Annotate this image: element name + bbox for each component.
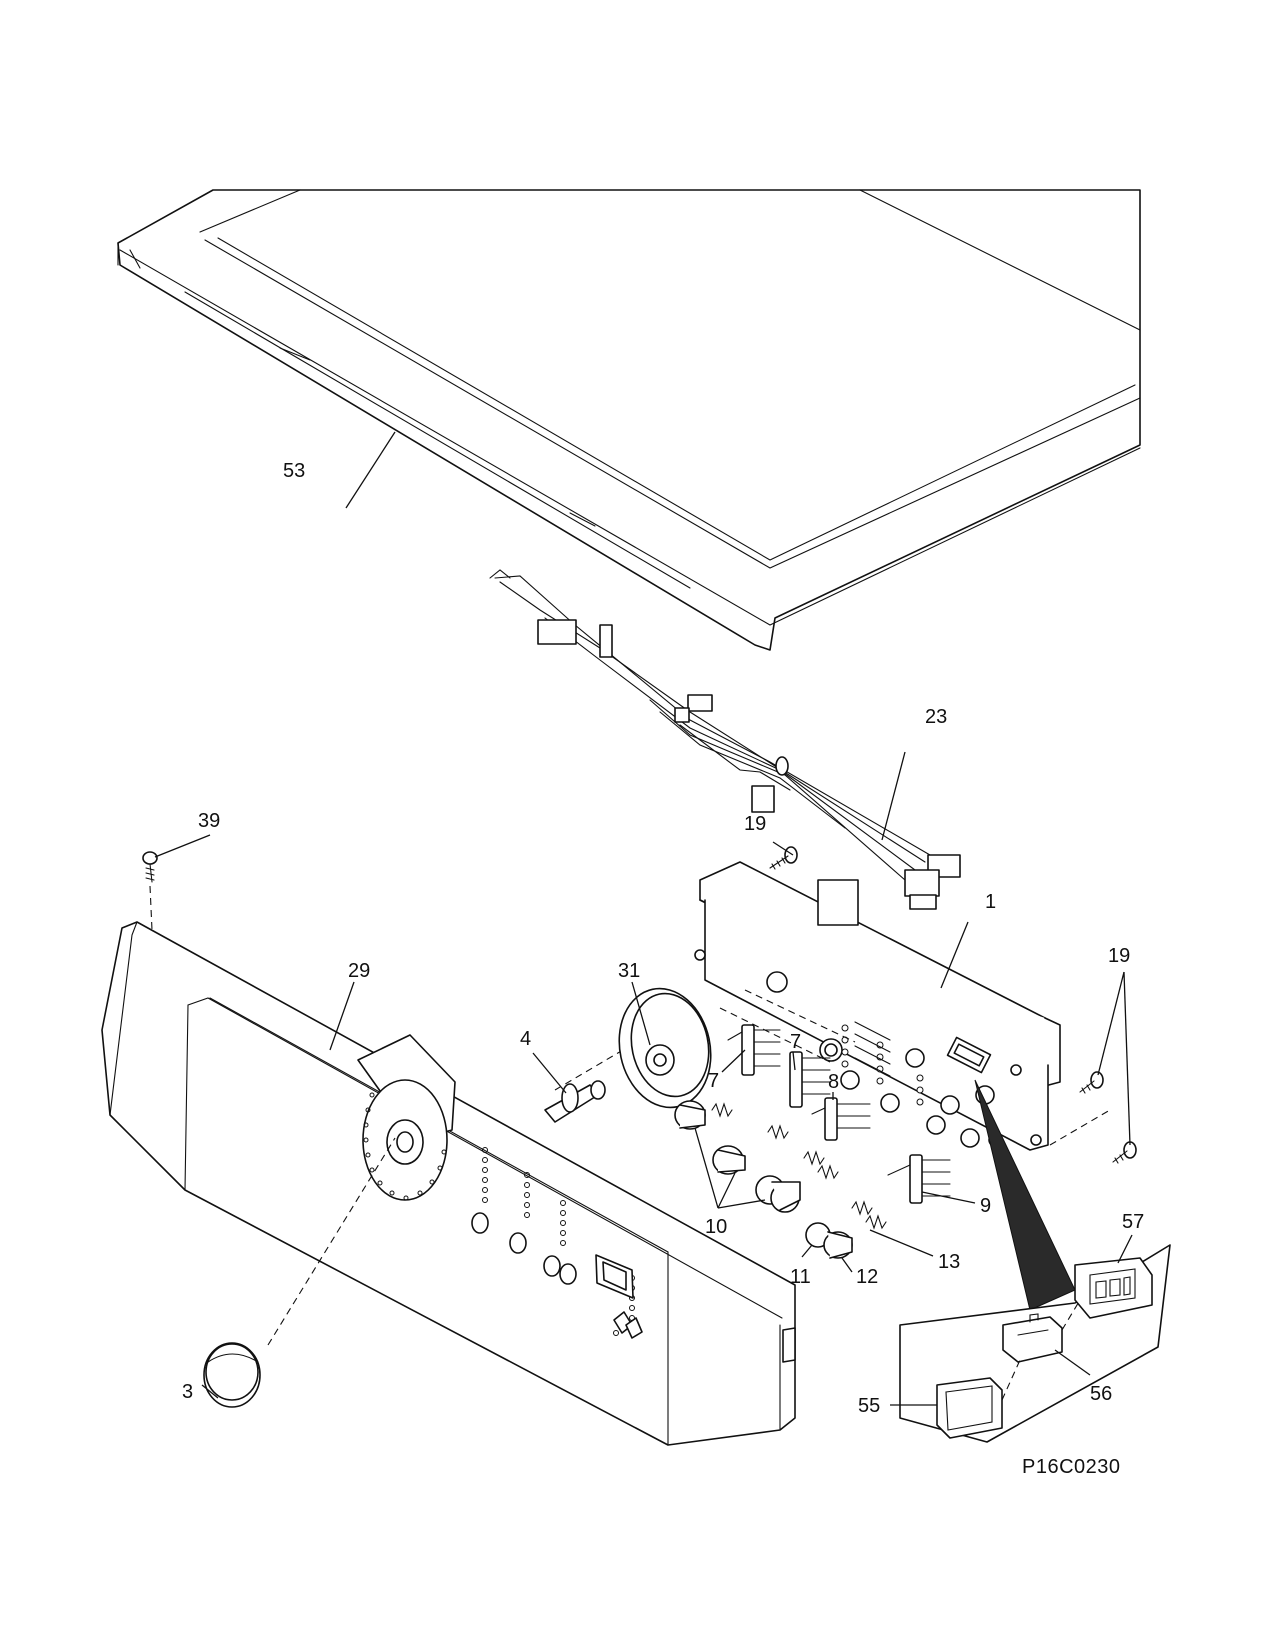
callout-55: 55 <box>858 1395 880 1417</box>
push-buttons <box>674 1100 853 1259</box>
callout-7-lower: 7 <box>708 1070 719 1092</box>
springs <box>711 1102 887 1230</box>
callout-31: 31 <box>618 960 640 982</box>
detail-inset <box>899 1244 1171 1443</box>
callout-3: 3 <box>182 1381 193 1403</box>
callout-13: 13 <box>938 1251 960 1273</box>
control-board <box>694 861 1061 1151</box>
callout-9: 9 <box>980 1195 991 1217</box>
shaft <box>544 1080 606 1123</box>
control-console <box>101 921 796 1446</box>
callout-12: 12 <box>856 1266 878 1288</box>
callout-11: 11 <box>790 1266 811 1288</box>
diagram-code: P16C0230 <box>1022 1456 1121 1478</box>
callout-7-upper: 7 <box>790 1031 801 1053</box>
wire-harness <box>489 569 961 910</box>
light-pipe-7a <box>727 1024 781 1076</box>
callout-39: 39 <box>198 810 220 832</box>
light-pipe-7b <box>789 1051 831 1108</box>
light-pipe-9 <box>887 1154 951 1204</box>
callout-19-top: 19 <box>744 813 766 835</box>
callout-29: 29 <box>348 960 370 982</box>
callout-56: 56 <box>1090 1383 1112 1405</box>
callout-19-right: 19 <box>1108 945 1130 967</box>
callout-8: 8 <box>828 1071 839 1093</box>
knob <box>203 1342 261 1408</box>
light-pipe-8 <box>811 1097 871 1141</box>
screw-39 <box>142 851 158 883</box>
knob-skirt <box>618 987 712 1109</box>
callout-4: 4 <box>520 1028 531 1050</box>
callout-53: 53 <box>283 460 305 482</box>
screw-19-right-a <box>1079 1071 1104 1094</box>
callout-10: 10 <box>705 1216 727 1238</box>
callout-23: 23 <box>925 706 947 728</box>
screw-19-top <box>769 846 798 870</box>
top-panel <box>117 189 1141 651</box>
callout-57: 57 <box>1122 1211 1144 1233</box>
leader-lines <box>154 431 1133 1406</box>
callout-labels: 53 23 19 1 19 39 29 31 4 7 7 8 9 10 11 1… <box>182 460 1144 1478</box>
screw-19-right-b <box>1112 1141 1137 1164</box>
callout-1: 1 <box>985 891 996 913</box>
